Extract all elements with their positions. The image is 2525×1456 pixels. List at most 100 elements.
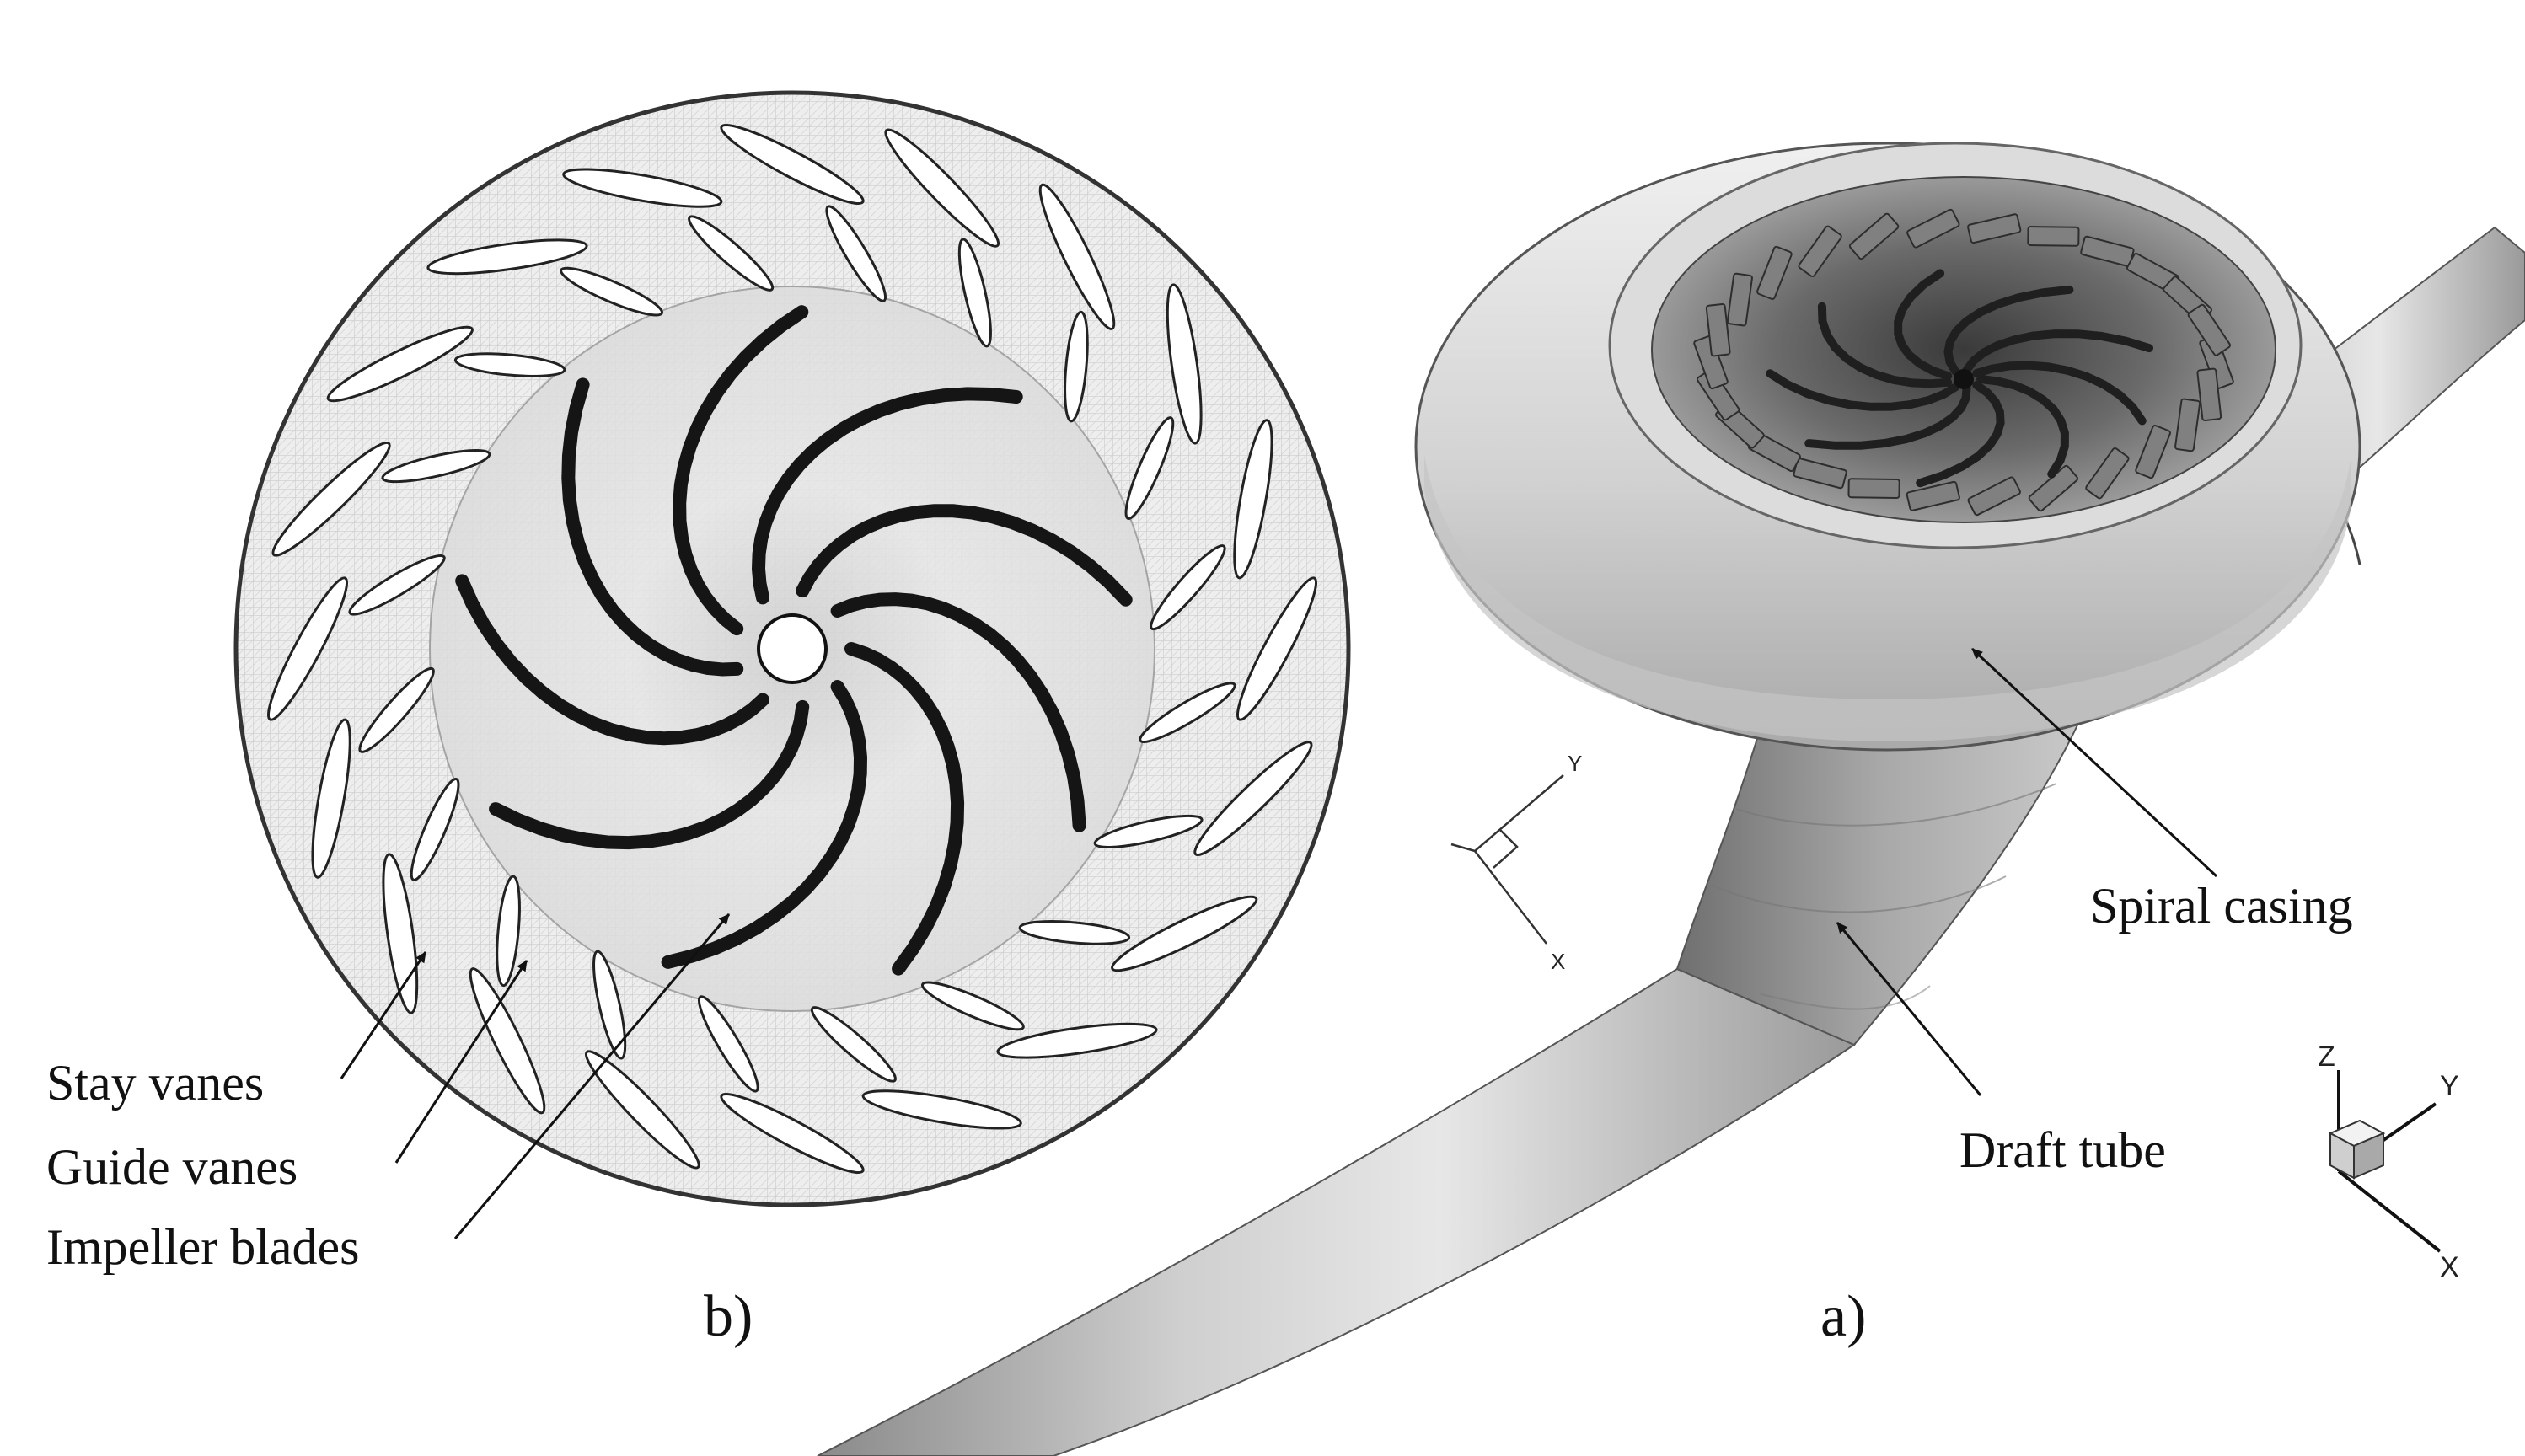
impeller-blade [661, 680, 868, 969]
pit-vane [1906, 208, 1960, 249]
impeller-blades [455, 305, 1133, 976]
guide-vane [410, 777, 460, 881]
stay-vane [326, 325, 474, 403]
guide-vane [810, 1006, 897, 1083]
impeller-blade [830, 592, 1086, 832]
impeller-blade [796, 504, 1133, 607]
stay-vanes-ring [266, 123, 1318, 1175]
stay-vane [996, 1022, 1158, 1059]
pit-vane [1705, 302, 1731, 357]
pit-vane [2027, 226, 2080, 247]
stay-vane [426, 238, 588, 276]
pit-impeller-blade [1894, 269, 1953, 381]
stay-vane [266, 576, 349, 721]
axis-2d-x-label: X [1551, 949, 1565, 974]
stay-vane [720, 123, 865, 206]
pit-vane [1756, 245, 1793, 300]
pit-vane [2174, 398, 2201, 452]
callout-guide-vanes: Guide vanes [46, 1139, 298, 1195]
pit-vane [2196, 367, 2222, 422]
stay-vane [584, 1050, 700, 1170]
impeller-blade [561, 377, 744, 677]
guide-vane [358, 666, 435, 753]
arrow-spiral-casing [1970, 647, 2218, 878]
guide-vane [496, 875, 521, 988]
panel-a-label: a) [1820, 1284, 1866, 1349]
pit-impeller-blade [1804, 383, 1971, 450]
impeller-blade [751, 387, 1023, 605]
pit-impeller-blade [1943, 285, 2074, 376]
pit-vane [1967, 476, 2021, 517]
stay-vane [1233, 419, 1273, 580]
stay-vane [1038, 183, 1116, 330]
guide-vane [592, 950, 627, 1060]
stay-vane [382, 853, 419, 1014]
pit-impeller-blade [1962, 329, 2153, 375]
guide-vane [688, 215, 775, 292]
axis-triad-cube-icon [2328, 1119, 2386, 1180]
guide-vane [560, 266, 664, 317]
pit-vane [2028, 464, 2079, 512]
impeller-blade [673, 305, 809, 636]
arrow-impeller-blades [453, 913, 731, 1239]
impeller-blade [844, 642, 965, 976]
pit-vane [1967, 213, 2022, 244]
stay-vane [884, 128, 1000, 248]
stay-vane [469, 967, 546, 1115]
guide-vane [348, 554, 446, 616]
guide-vane [1139, 682, 1236, 744]
pit-impeller-blade [1976, 375, 2069, 479]
guide-vane [1150, 544, 1226, 631]
callout-spiral-casing: Spiral casing [2090, 878, 2353, 934]
stay-vane [1236, 576, 1318, 721]
guide-vane [920, 981, 1025, 1031]
callout-impeller-blades: Impeller blades [46, 1219, 360, 1275]
guide-vane [1018, 920, 1131, 945]
turbine-pit [1651, 176, 2276, 523]
guide-vanes-ring [348, 205, 1236, 1093]
stay-vane [1166, 283, 1203, 445]
guide-vane [1124, 416, 1175, 521]
guide-vane [825, 205, 887, 302]
axis-3d-z-label: Z [2318, 1041, 2335, 1073]
pit-vane [1906, 480, 1960, 511]
callout-arrows [340, 647, 2218, 1239]
panel-a-3d-view [817, 142, 2525, 1456]
guide-vane [381, 449, 491, 484]
callout-draft-tube: Draft tube [1959, 1122, 2166, 1178]
stay-vane [562, 168, 723, 208]
stay-vane [861, 1089, 1022, 1130]
pit-vane [1798, 225, 1842, 277]
axis-3d-y-label: Y [2440, 1070, 2459, 1102]
impeller-blade [455, 574, 769, 746]
pit-vane [2135, 425, 2171, 479]
guide-vane [697, 995, 759, 1093]
panel-b-label: b) [704, 1284, 753, 1349]
arrow-guide-vanes [394, 960, 528, 1164]
arrow-draft-tube [1836, 922, 1982, 1096]
stay-vane [1193, 741, 1313, 857]
pit-impeller [1766, 269, 2153, 488]
pit-vane [2085, 447, 2130, 500]
callout-stay-vanes: Stay vanes [46, 1055, 264, 1111]
draft-tube-elbow [1675, 715, 2083, 1046]
axis-triad-2d [1450, 774, 1564, 945]
guide-vane [957, 238, 992, 348]
pit-impeller-blade [1916, 381, 2005, 488]
panel-b-section-view [233, 90, 1351, 1207]
arrow-stay-vanes [340, 951, 427, 1079]
pit-impeller-blade [1817, 302, 1953, 388]
pit-impeller-blade [1766, 369, 1959, 411]
pit-vane [2187, 303, 2231, 356]
stay-vane [1111, 895, 1258, 972]
pit-vane [1847, 478, 1900, 499]
shaft-hole [757, 613, 828, 684]
pit-vane-ring [1693, 208, 2234, 517]
guide-vane [453, 352, 566, 377]
stay-vane [311, 718, 351, 879]
pit-vane [1693, 335, 1729, 390]
impeller-blade [489, 699, 810, 850]
guide-vane [1064, 310, 1089, 423]
stay-vane [720, 1092, 865, 1175]
